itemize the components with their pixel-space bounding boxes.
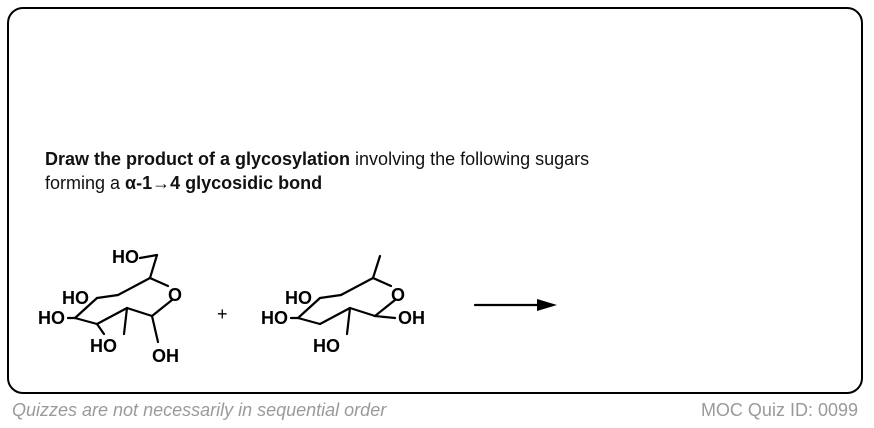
sugar-1-c1-oh-label: OH bbox=[152, 346, 179, 366]
plus-sign: + bbox=[217, 304, 228, 324]
ring-bond bbox=[373, 298, 397, 318]
question-line-1: Draw the product of a glycosylation invo… bbox=[45, 147, 589, 171]
ring-bond bbox=[125, 306, 154, 318]
c1-oh-bond bbox=[150, 314, 160, 344]
ring-bond bbox=[339, 276, 375, 297]
bond-type: α-1→4 glycosidic bond bbox=[125, 173, 323, 193]
sugar-1-ch2oh-label: HO bbox=[112, 247, 139, 267]
ring-bond bbox=[296, 316, 322, 326]
sugar-2-structure bbox=[289, 254, 397, 336]
footer-note: Quizzes are not necessarily in sequentia… bbox=[12, 400, 387, 420]
question-text: Draw the product of a glycosylation invo… bbox=[45, 147, 589, 195]
sugar-1-c3-oh-label: HO bbox=[38, 308, 65, 328]
ring-bond bbox=[296, 296, 322, 320]
ring-bond bbox=[318, 293, 343, 300]
ring-bond bbox=[150, 298, 174, 318]
c1-oh-bond bbox=[373, 314, 397, 320]
sugar-2-c3-oh-label: HO bbox=[261, 308, 288, 328]
c2-oh-bond bbox=[345, 306, 352, 336]
c2b-oh-bond bbox=[122, 306, 129, 336]
sugar-2-c1-oh-label: OH bbox=[398, 308, 425, 328]
quiz-card bbox=[7, 7, 863, 394]
sugar-1-c2-oh-label: HO bbox=[90, 336, 117, 356]
ring-bond bbox=[116, 276, 152, 297]
question-line-1-rest: involving the following sugars bbox=[350, 149, 590, 169]
ring-bond bbox=[148, 276, 170, 288]
reaction-arrow-head bbox=[537, 299, 557, 311]
sugar-2-c4-oh-label: HO bbox=[285, 288, 312, 308]
sugar-2-ring-oxygen: O bbox=[391, 285, 405, 305]
sugar-1-structure bbox=[66, 253, 174, 344]
ring-bond bbox=[95, 293, 120, 300]
ring-bond bbox=[95, 306, 129, 326]
ring-bond bbox=[348, 306, 377, 318]
quiz-id: MOC Quiz ID: 0099 bbox=[700, 400, 858, 420]
question-line-2: forming a α-1→4 glycosidic bond bbox=[45, 171, 589, 195]
ch2oh-bond bbox=[148, 253, 159, 280]
ring-bond bbox=[73, 296, 99, 320]
ring-bond bbox=[371, 276, 393, 288]
sugar-2-c2-oh-label: HO bbox=[313, 336, 340, 356]
question-line-2-prefix: forming a bbox=[45, 173, 126, 193]
ring-bond bbox=[73, 316, 99, 326]
question-emphasis: Draw the product of a glycosylation bbox=[45, 149, 351, 169]
c2-oh-bond bbox=[95, 322, 106, 336]
ring-bond bbox=[318, 306, 352, 326]
methyl-bond bbox=[371, 254, 382, 280]
ch2oh-bond bbox=[138, 253, 159, 260]
sugar-1-c4-oh-label: HO bbox=[62, 288, 89, 308]
sugar-1-ring-oxygen: O bbox=[168, 285, 182, 305]
